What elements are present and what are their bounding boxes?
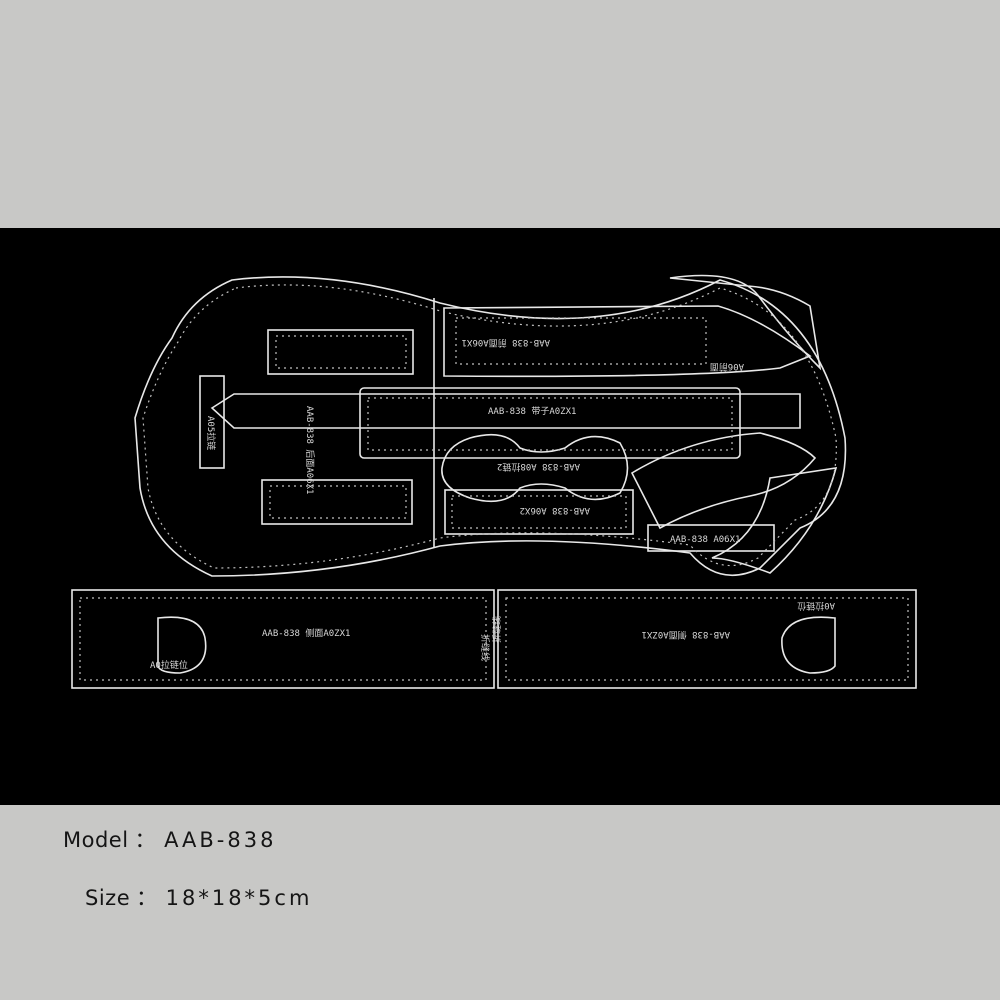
oval-piece <box>441 433 629 503</box>
label-oval-piece: AAB-838 A08拉链2 <box>497 461 580 473</box>
tab-bottom-stitching <box>269 485 407 519</box>
bottom-left-stitching <box>79 597 487 681</box>
bottom-strip-stitching <box>451 495 627 529</box>
acrylic-template-set: AAB-838 带子A0ZX1 AAB-838 前面A06X1 A06前面 AA… <box>71 274 917 689</box>
label-bottom-strip: AAB-838 A06X2 <box>520 505 590 515</box>
bottom-left-cutout <box>157 616 207 674</box>
left-small-tab <box>199 375 225 469</box>
model-label: Model <box>63 828 129 852</box>
label-bottom-left-tag: A0拉链位 <box>150 659 188 671</box>
strap-piece <box>210 393 801 429</box>
model-spec: Model： AAB-838 <box>63 824 276 854</box>
label-bottom-right-end: 折缝线 <box>491 616 503 643</box>
label-bottom-left-strip: AAB-838 侧面A0ZX1 <box>262 627 350 639</box>
label-top-strip: AAB-838 前面A06X1 <box>462 337 550 349</box>
top-strip-stitching <box>455 317 707 365</box>
right-lower-flap <box>711 467 838 574</box>
size-value: 18*18*5cm <box>165 886 313 910</box>
label-bottom-left-end: 折缝线 <box>479 634 491 661</box>
label-bottom-right-strip: AAB-838 侧面A0ZX1 <box>642 629 730 641</box>
label-left-body: AAB-838 后面A06X1 <box>304 406 315 494</box>
bottom-left-strip <box>71 589 495 689</box>
main-body-stitching <box>142 284 837 569</box>
model-separator: ： <box>134 828 157 852</box>
label-bottom-right-tag: A0拉链位 <box>797 600 835 612</box>
left-tab-bottom <box>261 479 413 525</box>
bottom-right-stitching <box>505 597 909 681</box>
label-right-small: AAB-838 A06X1 <box>670 535 740 545</box>
bottom-strip-piece <box>444 489 634 535</box>
model-value: AAB-838 <box>164 828 277 852</box>
bottom-right-cutout <box>781 616 836 674</box>
strap-window <box>359 387 741 459</box>
size-label: Size <box>85 886 131 910</box>
main-body-panel <box>134 276 847 577</box>
label-main-strap: AAB-838 带子A0ZX1 <box>488 406 576 417</box>
strap-stitching <box>367 397 733 451</box>
right-small-piece <box>647 524 775 552</box>
product-photo: AAB-838 带子A0ZX1 AAB-838 前面A06X1 A06前面 AA… <box>0 228 1000 805</box>
size-spec: Size： 18*18*5cm <box>85 882 312 912</box>
label-top-strip-tag: A06前面 <box>710 361 744 373</box>
label-left-small: A05拉链 <box>205 416 217 450</box>
top-strip-piece <box>443 305 812 378</box>
bottom-right-strip <box>497 589 917 689</box>
right-curved-piece <box>630 432 817 530</box>
size-separator: ： <box>136 886 158 910</box>
left-tab-top <box>267 329 414 375</box>
tab-top-stitching <box>275 335 407 369</box>
right-flap-piece <box>669 274 822 371</box>
